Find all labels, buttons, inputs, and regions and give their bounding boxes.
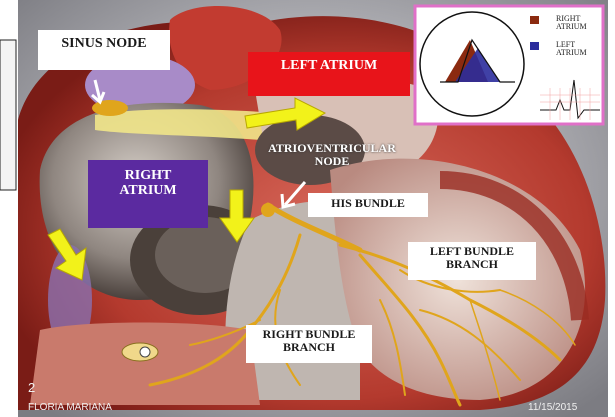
side-panel [0, 40, 16, 190]
legend-swatch-left-atrium [530, 42, 539, 50]
label-his-bundle: HIS BUNDLE [308, 193, 428, 217]
label-right-atrium: RIGHT ATRIUM [88, 160, 208, 228]
sinus-node [92, 100, 128, 116]
legend-label-right-atrium: RIGHT ATRIUM [556, 15, 587, 32]
footer-date: 11/15/2015 [528, 402, 577, 413]
label-left-bundle-branch: LEFT BUNDLE BRANCH [408, 242, 536, 280]
label-right-bundle-branch: RIGHT BUNDLE BRANCH [246, 325, 372, 363]
label-sinus-node: SINUS NODE [38, 30, 170, 70]
footer-author: FLORIA MARIANA [28, 402, 112, 413]
av-node [261, 203, 275, 217]
label-left-atrium: LEFT ATRIUM [248, 52, 410, 96]
pacemaker-icon [122, 343, 158, 361]
label-av-node: ATRIOVENTRICULAR NODE [253, 142, 411, 182]
slide-number: 2 [28, 380, 35, 395]
legend-label-left-atrium: LEFT ATRIUM [556, 41, 587, 58]
legend-swatch-right-atrium [530, 16, 539, 24]
